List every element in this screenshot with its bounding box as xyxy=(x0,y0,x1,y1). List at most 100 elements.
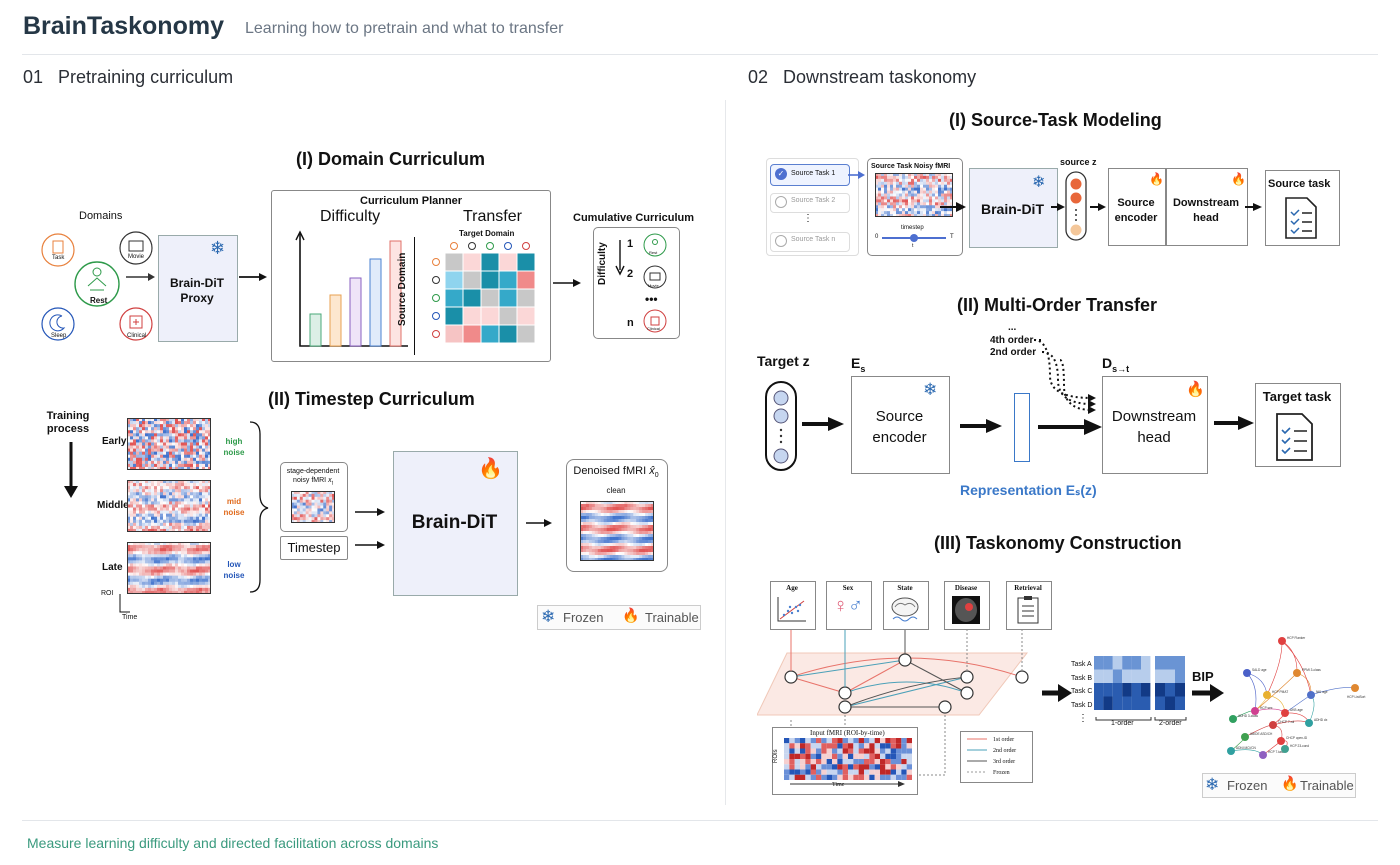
source-brain-dit-label: Brain-DiT xyxy=(981,201,1044,217)
domain-icon xyxy=(522,242,530,250)
grid-cell xyxy=(896,774,902,780)
grid-cell xyxy=(853,738,859,744)
heat-cell xyxy=(890,187,894,191)
input-fmri-label: Input fMRI (ROI-by-time) xyxy=(810,729,885,737)
grid-cell xyxy=(842,759,848,765)
matrix-cell xyxy=(1103,696,1113,710)
heat-cell xyxy=(917,211,921,215)
heat-cell xyxy=(157,430,161,434)
heat-cell xyxy=(884,187,888,191)
grid-cell xyxy=(821,743,827,749)
heat-cell xyxy=(178,439,182,443)
heat-cell xyxy=(142,448,146,452)
heat-cell xyxy=(136,578,140,583)
task-list-item[interactable] xyxy=(770,193,850,213)
heat-cell xyxy=(169,572,173,576)
heat-cell xyxy=(181,495,185,499)
heat-cell xyxy=(178,495,182,499)
heat-cell xyxy=(139,430,143,434)
heat-cell xyxy=(317,514,321,518)
matrix-cell xyxy=(1155,656,1165,670)
heat-cell xyxy=(181,436,185,440)
heat-cell xyxy=(175,480,179,484)
heat-cell xyxy=(205,483,209,487)
heat-cell xyxy=(166,486,170,490)
heat-cell xyxy=(612,510,616,514)
heat-cell xyxy=(205,495,209,499)
heatmap-cell xyxy=(444,306,464,326)
heat-cell xyxy=(166,483,170,487)
heat-cell xyxy=(181,501,185,505)
heat-cell xyxy=(636,525,640,529)
heat-cell xyxy=(582,555,587,559)
mo-downstream-head-box xyxy=(1102,376,1208,474)
heat-cell xyxy=(600,528,604,532)
heat-cell xyxy=(932,173,936,177)
heat-cell xyxy=(196,557,200,561)
heat-cell xyxy=(172,563,176,567)
heatmap-cell xyxy=(462,252,482,272)
heat-cell xyxy=(181,466,185,470)
heat-cell xyxy=(145,513,149,518)
heat-cell xyxy=(145,489,149,493)
heat-cell xyxy=(187,557,191,561)
heat-cell xyxy=(580,528,584,532)
matrix-cell xyxy=(1165,683,1175,697)
heat-cell xyxy=(169,560,173,564)
heat-cell xyxy=(896,181,900,186)
heat-cell xyxy=(142,463,146,468)
heat-cell xyxy=(142,489,146,493)
heat-cell xyxy=(202,507,206,511)
grid-cell xyxy=(896,759,902,765)
heat-cell xyxy=(902,205,906,209)
heat-cell xyxy=(169,486,173,490)
timestep-slider[interactable] xyxy=(874,231,954,245)
heat-cell xyxy=(896,208,900,212)
heat-cell xyxy=(947,173,951,177)
heat-cell xyxy=(151,563,155,567)
grid-cell xyxy=(816,738,822,744)
heat-cell xyxy=(199,424,203,428)
heat-cell xyxy=(151,448,155,452)
heat-cell xyxy=(184,572,188,576)
grid-cell xyxy=(816,753,822,759)
heat-cell xyxy=(181,525,185,530)
heat-cell xyxy=(208,516,211,521)
heat-cell xyxy=(636,501,640,505)
heat-cell xyxy=(172,445,176,449)
heat-cell xyxy=(154,439,158,443)
heat-cell xyxy=(594,546,599,550)
heat-cell xyxy=(944,178,948,183)
heat-cell xyxy=(929,173,933,177)
heat-cell xyxy=(139,590,143,594)
heatmap-cell xyxy=(498,306,518,326)
heat-cell xyxy=(169,436,173,440)
heat-cell xyxy=(157,542,161,546)
heat-cell xyxy=(145,551,149,555)
heat-cell xyxy=(178,504,182,508)
heat-cell xyxy=(169,448,173,452)
heat-cell xyxy=(199,501,203,505)
heat-cell xyxy=(157,513,161,518)
heatmap-cell xyxy=(480,306,500,326)
heat-cell xyxy=(127,581,131,586)
heat-cell xyxy=(947,196,951,200)
heat-cell xyxy=(636,543,640,547)
heat-cell xyxy=(175,525,179,530)
matrix-cell xyxy=(1165,696,1175,710)
heat-cell xyxy=(932,208,936,212)
matrix-row-label: Task A xyxy=(1071,661,1092,668)
heat-cell xyxy=(630,525,634,529)
heat-cell xyxy=(317,505,321,509)
heat-cell xyxy=(645,537,649,541)
grid-cell xyxy=(800,753,806,759)
heat-cell xyxy=(926,173,930,177)
matrix-row-labels: Task A Task B Task C Task D xyxy=(1071,658,1092,712)
heat-cell xyxy=(172,424,176,428)
task-list-item[interactable] xyxy=(770,232,850,252)
heat-cell xyxy=(166,442,170,446)
heat-cell xyxy=(887,208,891,212)
heat-cell xyxy=(133,418,137,422)
heat-cell xyxy=(166,510,170,514)
heat-cell xyxy=(917,184,921,188)
